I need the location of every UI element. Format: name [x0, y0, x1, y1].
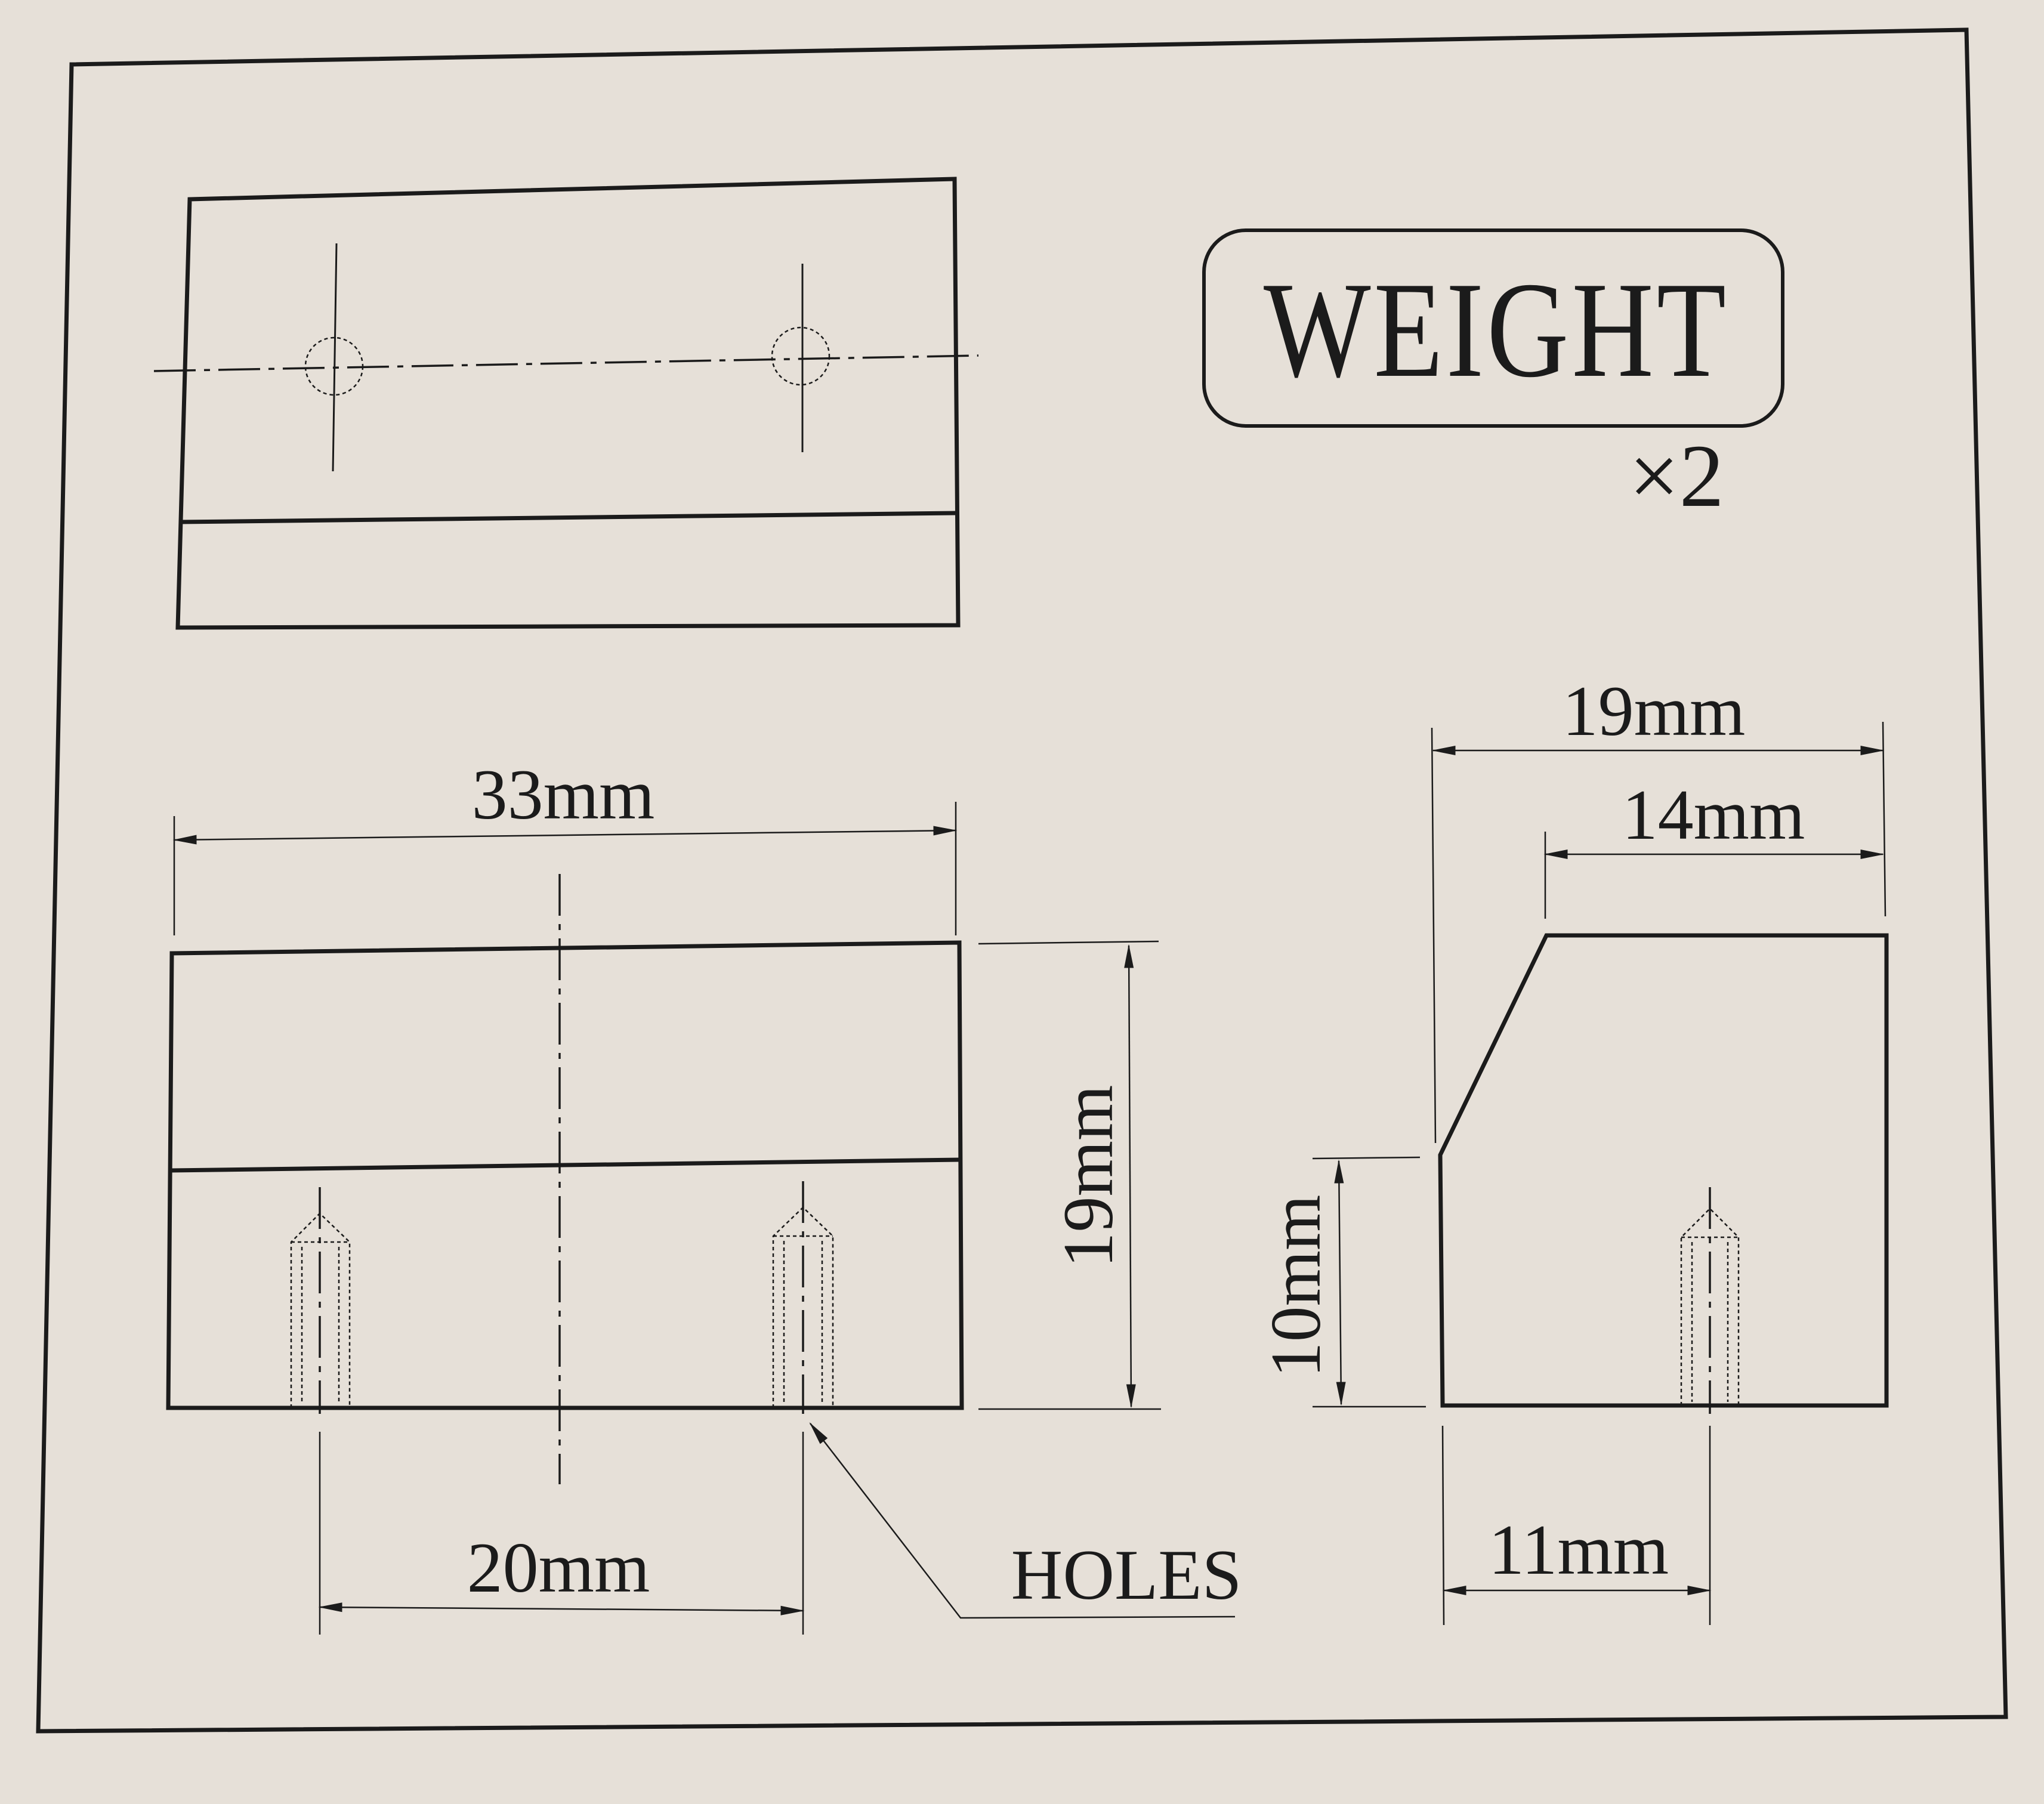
- side-hole: [1680, 1187, 1740, 1414]
- dim-side-lower-height-line: [1334, 1159, 1346, 1406]
- dim-side-top-width-label: 19mm: [1563, 671, 1746, 750]
- dim-side-flat-width-label: 14mm: [1622, 775, 1805, 854]
- front-view: 33mm 19mm 20mm HOLES: [166, 755, 1242, 1635]
- dim-front-height-label: 19mm: [1048, 1085, 1128, 1268]
- dim-side-lower-height-label: 10mm: [1256, 1195, 1335, 1378]
- front-left-hole: [290, 1187, 351, 1414]
- dim-hole-spacing: 20mm: [318, 1432, 805, 1635]
- side-view: 19mm 14mm 10mm 11mm: [1256, 671, 1889, 1626]
- border-frame: [36, 27, 2008, 1734]
- top-view-centerline: [153, 354, 979, 372]
- dim-front-height: 19mm: [978, 940, 1161, 1410]
- holes-callout: HOLES: [809, 1422, 1242, 1619]
- dim-side-lower-height-ext-top: [1312, 1156, 1421, 1160]
- front-view-chamfer-line: [170, 1157, 961, 1173]
- quantity-text: ×2: [1629, 427, 1724, 526]
- left-hole-circle: [304, 336, 364, 396]
- dim-front-width-label: 33mm: [472, 755, 655, 834]
- dim-hole-spacing-line: [318, 1602, 805, 1615]
- dim-side-hole-offset-label: 11mm: [1489, 1510, 1669, 1589]
- title-block: WEIGHT ×2: [1202, 228, 1784, 526]
- holes-label: HOLES: [1011, 1535, 1242, 1614]
- dim-side-flat-width: 14mm: [1543, 775, 1885, 919]
- dim-side-top-width: 19mm: [1431, 671, 1886, 1144]
- dim-hole-spacing-label: 20mm: [467, 1528, 650, 1607]
- holes-leader-line: [809, 1422, 1236, 1619]
- top-view: [153, 177, 979, 630]
- top-view-edge-line: [180, 511, 958, 524]
- dim-front-height-line: [1124, 944, 1136, 1408]
- front-right-hole: [772, 1181, 834, 1414]
- left-hole-vertical-centerline: [332, 243, 338, 472]
- title-text: WEIGHT: [1264, 254, 1729, 406]
- dim-side-hole-offset: 11mm: [1441, 1425, 1712, 1626]
- dim-front-height-ext-top: [978, 940, 1159, 945]
- right-hole-circle: [771, 326, 830, 386]
- title-box: [1202, 228, 1784, 428]
- dim-front-width: 33mm: [172, 755, 958, 935]
- side-hole-outline: [1680, 1207, 1740, 1405]
- dim-side-lower-height: 10mm: [1256, 1156, 1426, 1408]
- front-view-outline: [166, 940, 964, 1410]
- side-view-outline: [1438, 933, 1889, 1408]
- dim-side-top-width-ext-left: [1431, 727, 1437, 1144]
- top-view-outline: [175, 177, 961, 630]
- dim-front-width-line: [172, 826, 958, 845]
